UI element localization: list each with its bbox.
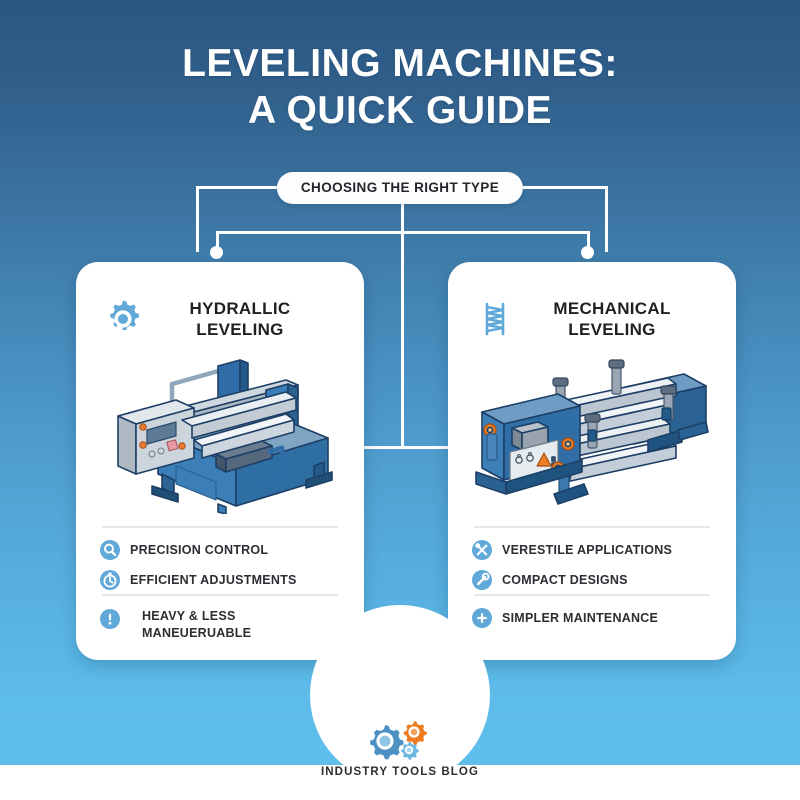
connector-top-left	[196, 186, 304, 189]
card-title-hydraulic: HYDRALLIC LEVELING	[146, 298, 364, 340]
card-divider-bottom-left	[102, 594, 338, 596]
card-title-mechanical-line1: MECHANICAL	[553, 299, 671, 318]
hydraulic-leveling-machine-illustration	[90, 354, 350, 514]
title-line-1: LEVELING MACHINES:	[182, 42, 618, 85]
list-item-label: SIMPLER MAINTENANCE	[502, 611, 659, 625]
card-title-mechanical: MECHANICAL LEVELING	[518, 298, 736, 340]
connector-outer-right-vertical	[605, 186, 608, 252]
magnifier-icon	[100, 540, 120, 560]
card-header-mechanical: MECHANICAL LEVELING	[448, 288, 736, 350]
list-item-label-line2: MANEUERUABLE	[142, 626, 252, 640]
list-item-label: VERESTILE APPLICATIONS	[502, 543, 673, 557]
list-item-label-line1: HEAVY & LESS	[142, 609, 236, 623]
card-mechanical-leveling[interactable]: MECHANICAL LEVELING	[448, 262, 736, 660]
card-divider-bottom-right	[474, 594, 710, 596]
card-divider-top-left	[102, 526, 338, 528]
card-title-hydraulic-line1: HYDRALLIC	[189, 299, 291, 318]
list-item[interactable]: PRECISION CONTROL	[100, 540, 350, 560]
card-divider-top-right	[474, 526, 710, 528]
list-item-label: COMPACT DESIGNS	[502, 573, 628, 587]
footer: INDUSTRY TOOLS BLOG	[290, 717, 510, 778]
list-item-label: PRECISION CONTROL	[130, 543, 269, 557]
mechanical-leveling-machine-illustration	[462, 354, 722, 514]
connector-outer-left-vertical	[196, 186, 199, 252]
card-hydraulic-leveling[interactable]: HYDRALLIC LEVELING	[76, 262, 364, 660]
footer-bump	[310, 605, 490, 785]
footer-band	[0, 765, 800, 800]
spring-coil-icon	[472, 296, 518, 342]
connector-center-vertical	[401, 196, 404, 447]
connector-inner-left-drop	[216, 231, 219, 253]
list-item[interactable]: HEAVY & LESS MANEUERUABLE	[100, 608, 350, 642]
connector-dot-right	[581, 246, 594, 259]
page-title: LEVELING MACHINES: A QUICK GUIDE	[0, 40, 800, 134]
footer-brand-name: INDUSTRY TOOLS BLOG	[320, 766, 480, 778]
card-title-mechanical-line2: LEVELING	[568, 320, 656, 339]
list-item[interactable]: EFFICIENT ADJUSTMENTS	[100, 570, 350, 590]
list-item[interactable]: VERESTILE APPLICATIONS	[472, 540, 722, 560]
gear-icon	[100, 296, 146, 342]
connector-inner-right-drop	[587, 231, 590, 253]
choosing-the-right-type-badge[interactable]: CHOOSING THE RIGHT TYPE	[276, 172, 524, 204]
card-header-hydraulic: HYDRALLIC LEVELING	[76, 288, 364, 350]
wrench-icon	[472, 570, 492, 590]
list-item[interactable]: SIMPLER MAINTENANCE	[472, 608, 722, 628]
connector-top-right	[500, 186, 608, 189]
exclamation-icon	[100, 609, 120, 629]
crossed-tools-icon	[472, 540, 492, 560]
three-gears-icon	[290, 717, 510, 763]
plus-icon	[472, 608, 492, 628]
pros-list-hydraulic: PRECISION CONTROL EFFICIENT ADJUSTMENTS	[100, 540, 350, 600]
cons-list-hydraulic: HEAVY & LESS MANEUERUABLE	[100, 608, 350, 652]
list-item[interactable]: COMPACT DESIGNS	[472, 570, 722, 590]
connector-center-bridge	[356, 446, 448, 449]
connector-dot-left	[210, 246, 223, 259]
list-item-label: HEAVY & LESS MANEUERUABLE	[142, 608, 251, 642]
pros-list-mechanical: VERESTILE APPLICATIONS COMPACT DESIGNS	[472, 540, 722, 600]
stopwatch-icon	[100, 570, 120, 590]
cons-list-mechanical: SIMPLER MAINTENANCE	[472, 608, 722, 638]
title-line-2: A QUICK GUIDE	[247, 89, 553, 132]
card-title-hydraulic-line2: LEVELING	[196, 320, 284, 339]
list-item-label: EFFICIENT ADJUSTMENTS	[130, 573, 297, 587]
